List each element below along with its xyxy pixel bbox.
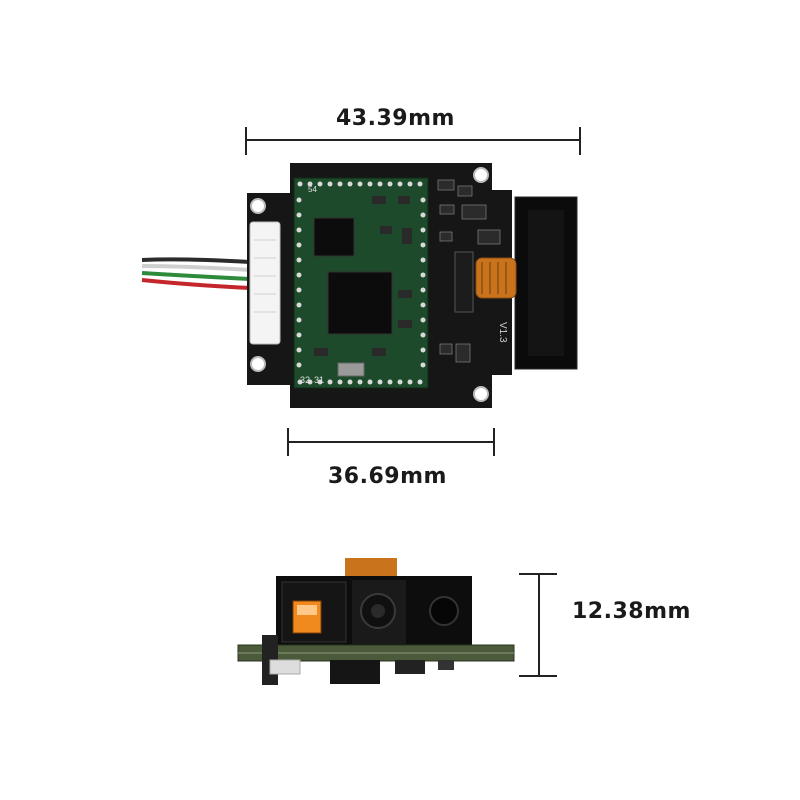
- pin-label-31: 31: [314, 375, 324, 385]
- top-chip: [313, 217, 355, 257]
- inner-width-label: 36.69mm: [328, 464, 447, 489]
- height-dimension-tick-top: [519, 573, 557, 575]
- inner-dimension-tick-right: [493, 428, 495, 456]
- top-width-label: 43.39mm: [336, 106, 455, 131]
- inner-dimension-line: [288, 441, 494, 443]
- top-dimension-tick-right: [579, 127, 581, 155]
- main-chip: [327, 271, 393, 335]
- side-view-board: [237, 558, 515, 685]
- height-label: 12.38mm: [572, 599, 691, 624]
- height-dimension-line: [538, 574, 540, 676]
- inner-dimension-tick-left: [287, 428, 289, 456]
- crystal: [337, 362, 365, 377]
- pin-label-32: 32: [300, 375, 310, 385]
- side-aimer-hole: [429, 596, 459, 626]
- cable-wires: [141, 257, 251, 290]
- white-connector: [249, 221, 281, 345]
- top-view-board: V1.3 32 31 54: [141, 163, 578, 408]
- side-flex-ribbon: [345, 558, 397, 578]
- version-label: V1.3: [497, 322, 508, 343]
- pin-label-54: 54: [308, 185, 317, 194]
- mounting-holes: [250, 167, 489, 402]
- top-dimension-tick-left: [245, 127, 247, 155]
- fpc-connector: [454, 251, 474, 313]
- height-dimension-tick-bottom: [519, 675, 557, 677]
- top-dimension-line: [246, 139, 580, 141]
